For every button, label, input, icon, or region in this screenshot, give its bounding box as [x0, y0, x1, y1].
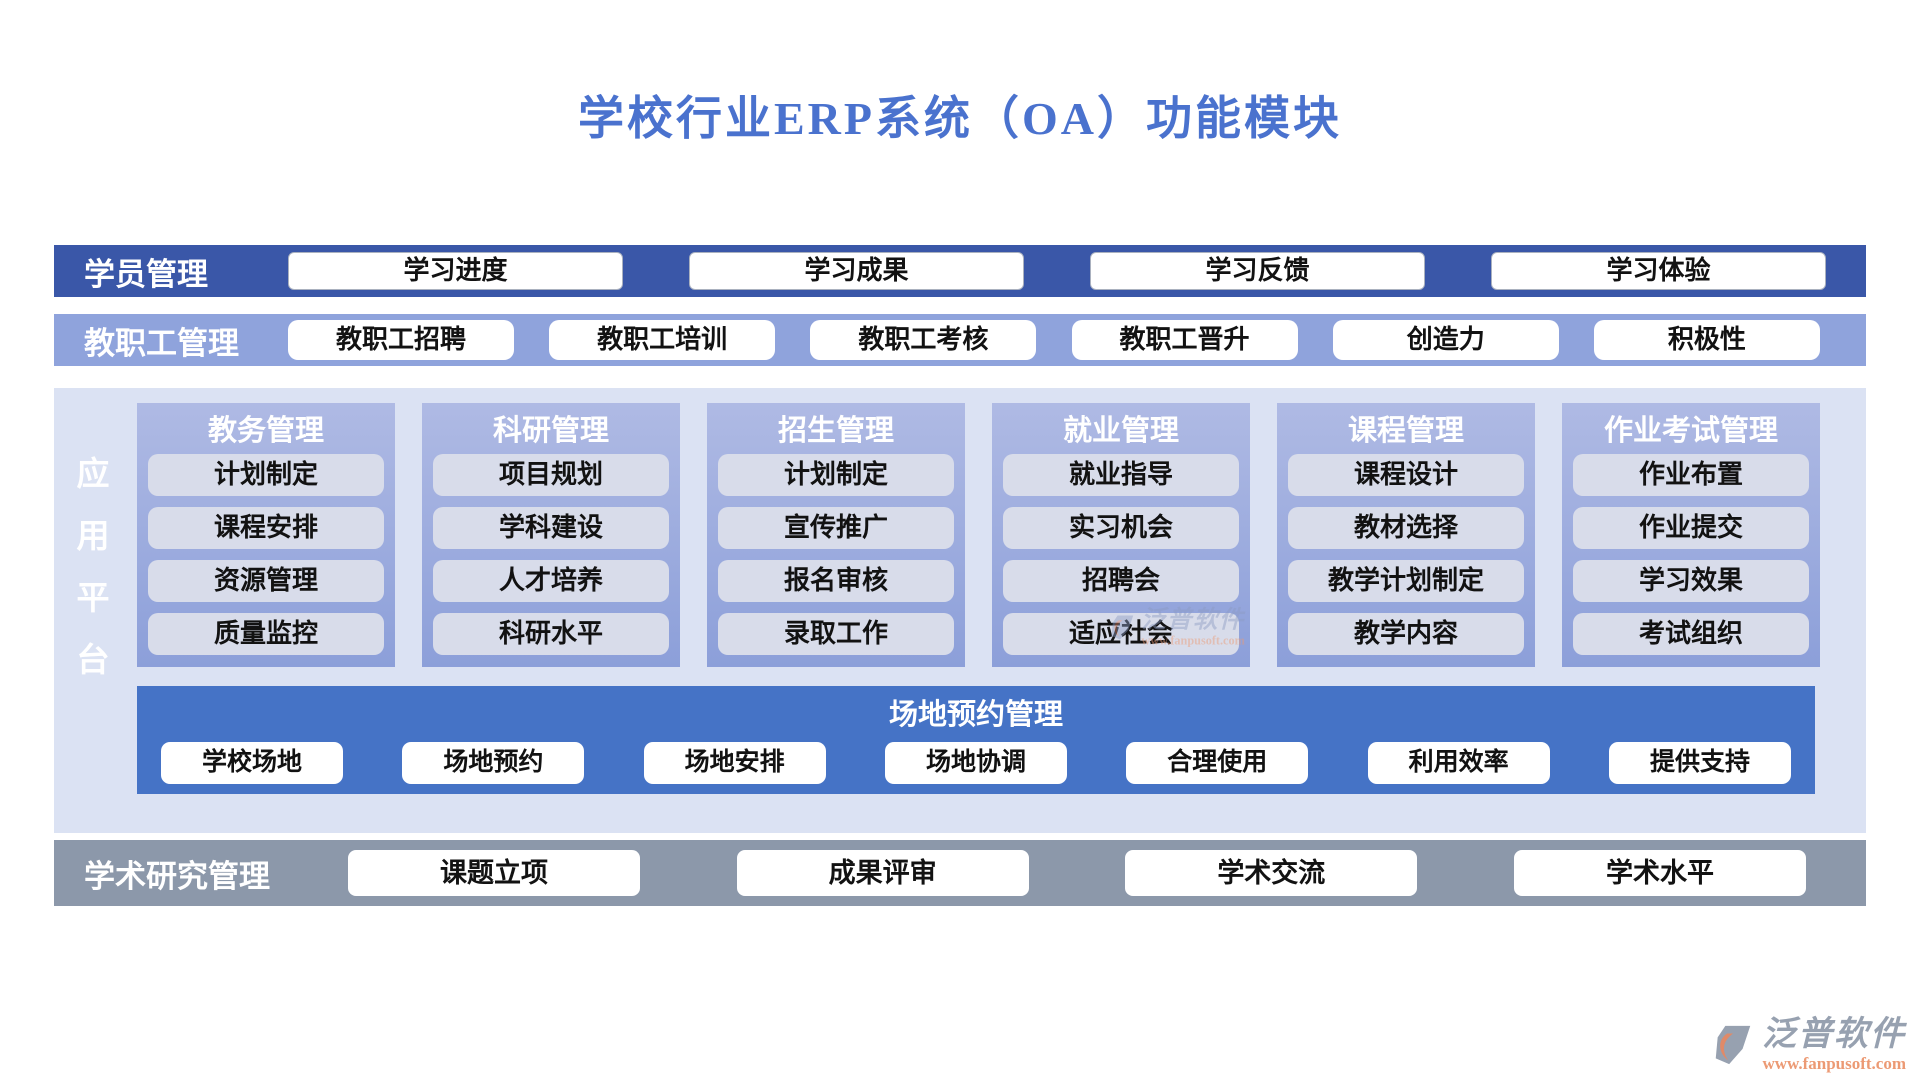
module-button-venue-arrangement[interactable]: 场地安排 — [643, 742, 826, 784]
bottom-right-watermark: 泛普软件 www.fanpusoft.com — [1710, 1018, 1906, 1072]
page-title: 学校行业ERP系统（OA）功能模块 — [578, 93, 1342, 144]
student-management-band: 学员管理 学习进度 学习成果 学习反馈 学习体验 — [54, 245, 1866, 297]
module-button[interactable]: 招聘会 — [1003, 560, 1239, 602]
module-button[interactable]: 课程安排 — [148, 507, 384, 549]
module-button-learning-outcome[interactable]: 学习成果 — [689, 252, 1024, 290]
module-button[interactable]: 质量监控 — [148, 613, 384, 655]
module-button-positivity[interactable]: 积极性 — [1593, 320, 1820, 360]
center-watermark: 泛普软件 www.fanpusoft.com — [1108, 608, 1245, 647]
column-header: 招生管理 — [777, 415, 894, 447]
module-button[interactable]: 学习效果 — [1573, 560, 1809, 602]
module-button[interactable]: 作业提交 — [1573, 507, 1809, 549]
module-button-venue-coordination[interactable]: 场地协调 — [884, 742, 1067, 784]
module-button-reasonable-use[interactable]: 合理使用 — [1126, 742, 1309, 784]
module-button[interactable]: 就业指导 — [1003, 454, 1239, 496]
module-button[interactable]: 适应社会 — [1003, 613, 1239, 655]
module-button[interactable]: 作业布置 — [1573, 454, 1809, 496]
module-button[interactable]: 报名审核 — [718, 560, 954, 602]
module-button-staff-recruit[interactable]: 教职工招聘 — [288, 320, 514, 360]
module-button-utilization-efficiency[interactable]: 利用效率 — [1367, 742, 1550, 784]
student-band-items: 学习进度 学习成果 学习反馈 学习体验 — [288, 252, 1826, 290]
module-button-staff-assessment[interactable]: 教职工考核 — [810, 320, 1037, 360]
staff-band-items: 教职工招聘 教职工培训 教职工考核 教职工晋升 创造力 积极性 — [288, 320, 1820, 360]
module-button[interactable]: 课程设计 — [1288, 454, 1524, 496]
module-button[interactable]: 人才培养 — [433, 560, 669, 602]
module-button-school-venue[interactable]: 学校场地 — [161, 742, 343, 784]
staff-band-label: 教职工管理 — [84, 325, 239, 361]
module-button-learning-feedback[interactable]: 学习反馈 — [1090, 252, 1425, 290]
column-header: 就业管理 — [1062, 415, 1179, 447]
module-button-staff-promotion[interactable]: 教职工晋升 — [1071, 320, 1298, 360]
column-header: 科研管理 — [492, 415, 609, 447]
fanpu-logo-icon — [1111, 615, 1134, 640]
venue-band-header: 场地预约管理 — [888, 699, 1063, 731]
module-button-result-review[interactable]: 成果评审 — [736, 850, 1029, 896]
watermark-url: www.fanpusoft.com — [1141, 633, 1245, 648]
module-button[interactable]: 教学计划制定 — [1288, 560, 1524, 602]
academic-research-band: 学术研究管理 课题立项 成果评审 学术交流 学术水平 — [54, 840, 1866, 906]
staff-management-band: 教职工管理 教职工招聘 教职工培训 教职工考核 教职工晋升 创造力 积极性 — [54, 314, 1866, 366]
center-watermark-text: 泛普软件 www.fanpusoft.com — [1141, 608, 1245, 647]
module-button-project-initiation[interactable]: 课题立项 — [348, 850, 640, 896]
module-button-academic-level[interactable]: 学术水平 — [1513, 850, 1806, 896]
module-button-staff-training[interactable]: 教职工培训 — [549, 320, 776, 360]
module-button-academic-exchange[interactable]: 学术交流 — [1125, 850, 1418, 896]
column-admissions: 招生管理 计划制定 宣传推广 报名审核 录取工作 — [707, 403, 965, 667]
module-button-learning-progress[interactable]: 学习进度 — [288, 252, 623, 290]
module-button[interactable]: 项目规划 — [433, 454, 669, 496]
watermark-brand: 泛普软件 — [1762, 1016, 1906, 1053]
student-band-label: 学员管理 — [84, 256, 208, 292]
module-button[interactable]: 计划制定 — [148, 454, 384, 496]
module-button-creativity[interactable]: 创造力 — [1332, 320, 1559, 360]
module-button[interactable]: 学科建设 — [433, 507, 669, 549]
column-employment: 就业管理 就业指导 实习机会 招聘会 适应社会 — [992, 403, 1250, 667]
module-button-provide-support[interactable]: 提供支持 — [1608, 742, 1791, 784]
module-button-venue-booking[interactable]: 场地预约 — [402, 742, 585, 784]
module-button[interactable]: 考试组织 — [1573, 613, 1809, 655]
column-courses: 课程管理 课程设计 教材选择 教学计划制定 教学内容 — [1277, 403, 1535, 667]
fanpu-logo-icon — [1715, 1025, 1751, 1065]
module-button[interactable]: 宣传推广 — [718, 507, 954, 549]
application-platform-panel: 应用平台 教务管理 计划制定 课程安排 资源管理 质量监控 科研管理 项目规划 … — [54, 388, 1866, 833]
column-research: 科研管理 项目规划 学科建设 人才培养 科研水平 — [422, 403, 680, 667]
academic-band-label: 学术研究管理 — [84, 858, 270, 894]
module-button[interactable]: 教材选择 — [1288, 507, 1524, 549]
module-button[interactable]: 录取工作 — [718, 613, 954, 655]
column-header: 作业考试管理 — [1603, 415, 1778, 447]
module-button[interactable]: 实习机会 — [1003, 507, 1239, 549]
module-button[interactable]: 计划制定 — [718, 454, 954, 496]
watermark-brand: 泛普软件 — [1141, 606, 1245, 634]
column-academic-affairs: 教务管理 计划制定 课程安排 资源管理 质量监控 — [137, 403, 395, 667]
venue-reservation-band: 场地预约管理 学校场地 场地预约 场地安排 场地协调 合理使用 利用效率 提供支… — [137, 686, 1815, 794]
platform-vertical-label: 应用平台 — [76, 457, 110, 679]
venue-band-items: 学校场地 场地预约 场地安排 场地协调 合理使用 利用效率 提供支持 — [137, 733, 1815, 784]
bottom-watermark-text: 泛普软件 www.fanpusoft.com — [1762, 1016, 1906, 1073]
module-button[interactable]: 教学内容 — [1288, 613, 1524, 655]
column-header: 课程管理 — [1347, 415, 1464, 447]
watermark-url: www.fanpusoft.com — [1762, 1054, 1906, 1073]
module-button[interactable]: 科研水平 — [433, 613, 669, 655]
module-button-learning-experience[interactable]: 学习体验 — [1491, 252, 1826, 290]
column-homework-exams: 作业考试管理 作业布置 作业提交 学习效果 考试组织 — [1562, 403, 1820, 667]
platform-columns: 教务管理 计划制定 课程安排 资源管理 质量监控 科研管理 项目规划 学科建设 … — [137, 403, 1820, 667]
academic-band-items: 课题立项 成果评审 学术交流 学术水平 — [348, 850, 1806, 896]
module-button[interactable]: 资源管理 — [148, 560, 384, 602]
column-header: 教务管理 — [207, 415, 324, 447]
